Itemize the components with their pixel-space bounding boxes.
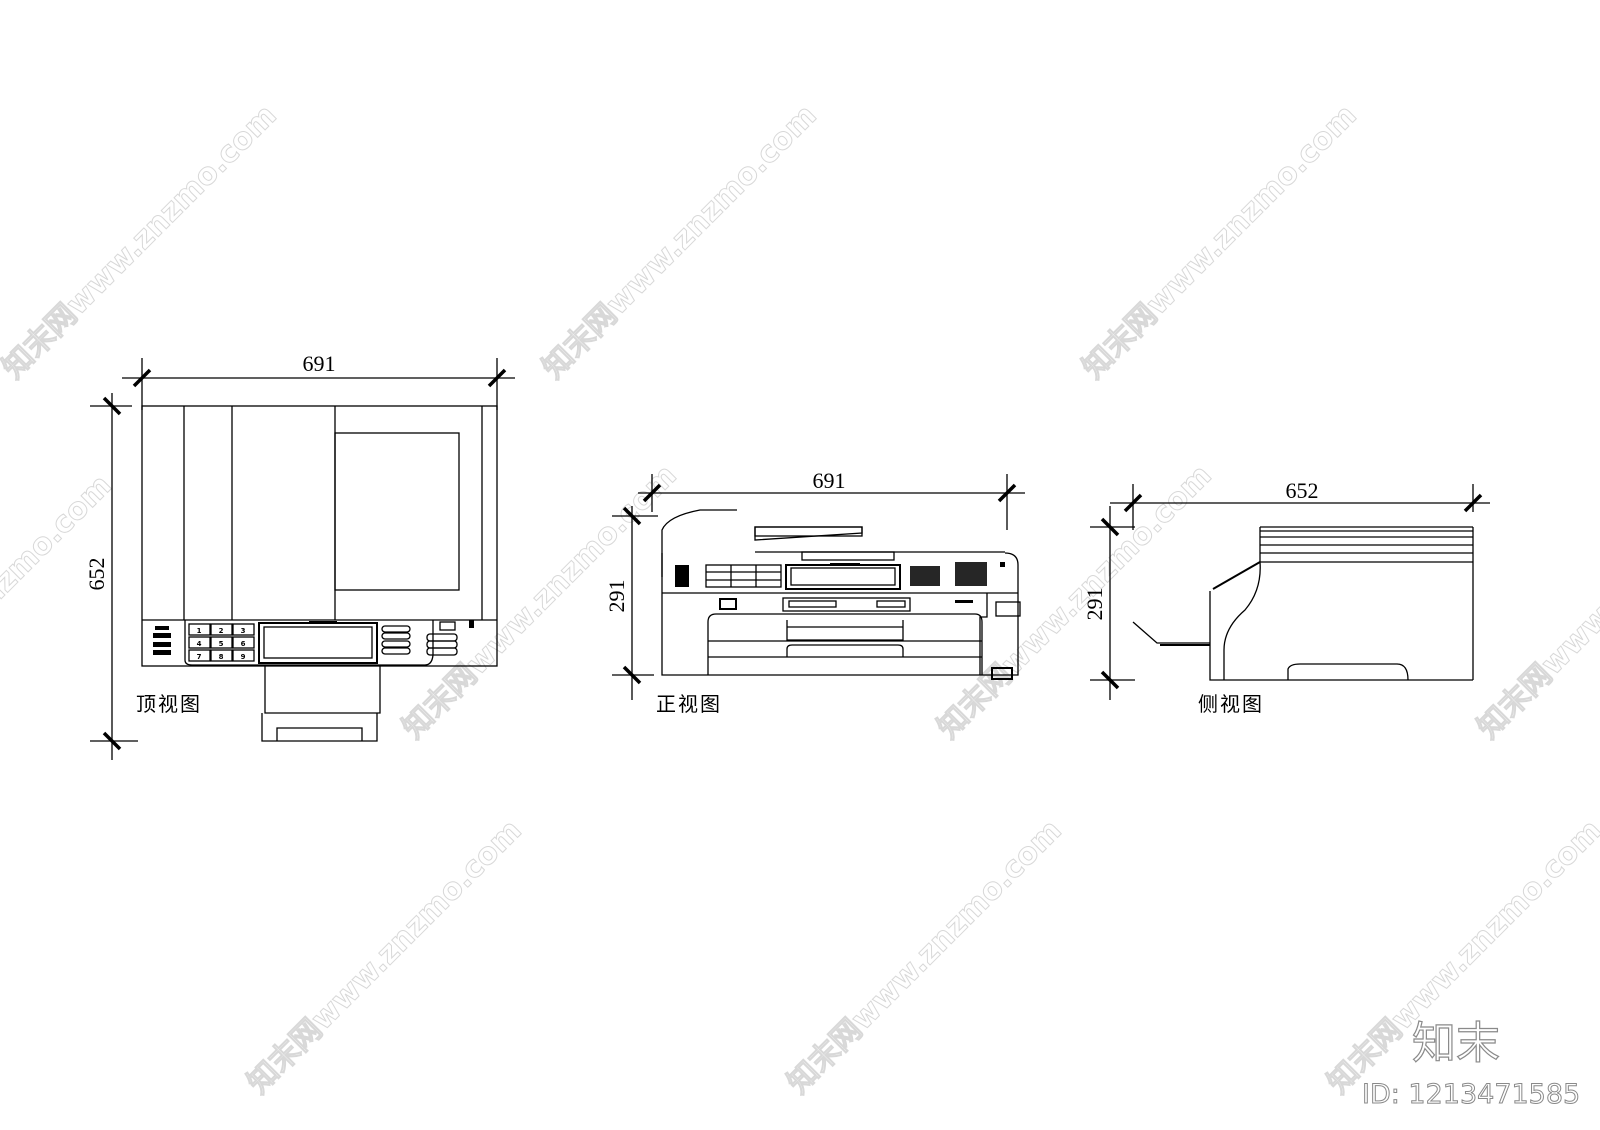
watermark-text: 知末网www.znzmo.com	[241, 813, 529, 1101]
watermark-text: 知末网www.znzmo.com	[0, 98, 284, 386]
top-view-label: 顶视图	[136, 692, 202, 716]
front-height-dimension-value: 291	[604, 580, 629, 613]
front-width-dimension: 691	[638, 468, 1025, 530]
watermark-text: 知末网www.znzmo.com	[781, 813, 1069, 1101]
side-view-label: 侧视图	[1198, 692, 1264, 716]
side-depth-dimension-value: 652	[1286, 478, 1319, 503]
top-width-dimension: 691	[122, 351, 515, 410]
key-1: 1	[197, 627, 202, 635]
side-height-dimension-value: 291	[1082, 588, 1107, 621]
side-height-dimension: 291	[1082, 506, 1135, 700]
key-7: 7	[197, 653, 202, 661]
side-depth-dimension: 652	[1110, 478, 1490, 530]
key-8: 8	[219, 653, 224, 661]
brand-watermark: 知末 ID: 1213471585	[1362, 1017, 1581, 1110]
depth-dimension-value: 652	[84, 558, 109, 591]
paper-tray	[261, 666, 381, 742]
lcd-display	[258, 622, 378, 664]
front-view-label: 正视图	[656, 692, 722, 716]
front-width-dimension-value: 691	[813, 468, 846, 493]
watermark-text: 知末网www.znzmo.com	[0, 468, 119, 756]
key-2: 2	[219, 627, 224, 635]
key-9: 9	[241, 653, 246, 661]
key-5: 5	[219, 640, 224, 648]
top-control-panel: 1 2 3 4 5 6 7 8 9	[153, 620, 474, 666]
front-height-dimension: 291	[604, 506, 658, 700]
top-depth-dimension: 652	[84, 393, 138, 760]
side-view: 652 291 侧视图	[1082, 478, 1490, 716]
key-6: 6	[241, 640, 246, 648]
top-view: 691 652	[84, 351, 515, 760]
watermark-text: 知末网www.znzmo.com	[1076, 98, 1364, 386]
width-dimension-value: 691	[303, 351, 336, 376]
key-3: 3	[241, 627, 246, 635]
front-view: 691 291	[604, 468, 1025, 716]
watermark-text: 知末网www.znzmo.com	[931, 458, 1219, 746]
key-4: 4	[197, 640, 202, 648]
keypad: 1 2 3 4 5 6 7 8 9	[188, 623, 255, 662]
image-id: ID: 1213471585	[1362, 1079, 1580, 1110]
brand-logo: 知末	[1412, 1018, 1500, 1069]
watermark-text: 知末网www.znzmo.com	[396, 458, 684, 746]
watermark-layer: 知末网www.znzmo.com 知末网www.znzmo.com 知末网www…	[0, 97, 1600, 1101]
watermark-text: 知末网www.znzmo.com	[1471, 458, 1600, 746]
watermark-text: 知末网www.znzmo.com	[536, 98, 824, 386]
